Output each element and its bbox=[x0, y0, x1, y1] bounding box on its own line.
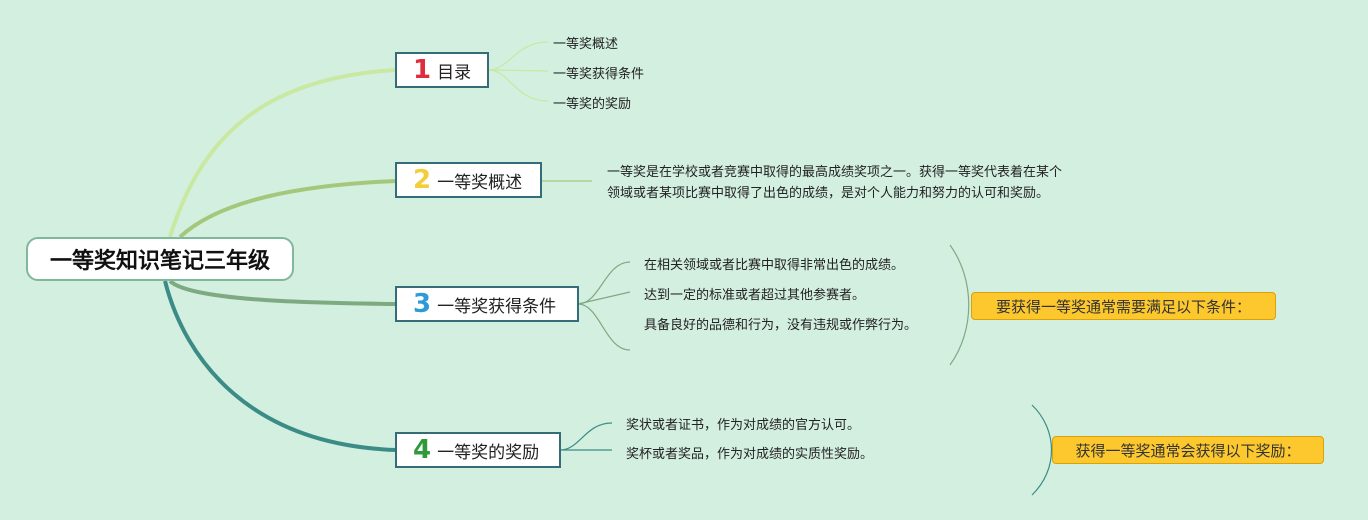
root-topic[interactable]: 一等奖知识笔记三年级 bbox=[26, 237, 294, 281]
connector-root-branch3 bbox=[168, 279, 397, 306]
number-badge-2: 2 bbox=[413, 165, 432, 195]
overview-line-1: 一等奖是在学校或者竞赛中取得的最高成绩奖项之一。获得一等奖代表着在某个 bbox=[607, 165, 1063, 180]
branch-toc-label: 目录 bbox=[437, 62, 472, 83]
leaf-condition-2[interactable]: 达到一定的标准或者超过其他参赛者。 bbox=[644, 288, 866, 303]
leaf-toc-3[interactable]: 一等奖的奖励 bbox=[553, 97, 632, 112]
connector-root-branch1 bbox=[168, 68, 397, 238]
branch-toc[interactable]: 1 目录 bbox=[395, 52, 489, 88]
leaf-condition-1[interactable]: 在相关领域或者比赛中取得非常出色的成绩。 bbox=[644, 258, 905, 273]
branch-overview[interactable]: 2 一等奖概述 bbox=[395, 162, 542, 198]
leaf-condition-3[interactable]: 具备良好的品德和行为，没有违规或作弊行为。 bbox=[644, 318, 918, 333]
branch-conditions[interactable]: 3 一等奖获得条件 bbox=[395, 286, 579, 322]
overview-paragraph[interactable]: 一等奖是在学校或者竞赛中取得的最高成绩奖项之一。获得一等奖代表着在某个 领域或者… bbox=[607, 162, 1107, 204]
leaf-reward-1[interactable]: 奖状或者证书，作为对成绩的官方认可。 bbox=[626, 418, 861, 433]
leaf-reward-2[interactable]: 奖杯或者奖品，作为对成绩的实质性奖励。 bbox=[626, 447, 874, 462]
connector-branch1-leaves bbox=[487, 41, 549, 102]
branch-conditions-label: 一等奖获得条件 bbox=[437, 296, 557, 317]
branch-rewards-label: 一等奖的奖励 bbox=[437, 442, 540, 463]
connector-branch4-leaves bbox=[559, 422, 613, 451]
connector-root-branch2 bbox=[178, 179, 397, 239]
brace-branch4 bbox=[1031, 404, 1052, 496]
connector-branch3-leaves bbox=[577, 261, 631, 351]
leaf-toc-1[interactable]: 一等奖概述 bbox=[553, 37, 619, 52]
number-badge-1: 1 bbox=[413, 55, 432, 85]
brace-branch3 bbox=[949, 244, 970, 366]
leaf-toc-2[interactable]: 一等奖获得条件 bbox=[553, 67, 645, 82]
connector-root-branch4 bbox=[163, 280, 397, 452]
summary-rewards[interactable]: 获得一等奖通常会获得以下奖励： bbox=[1052, 436, 1324, 464]
number-badge-4: 4 bbox=[413, 435, 432, 465]
summary-conditions[interactable]: 要获得一等奖通常需要满足以下条件： bbox=[971, 292, 1276, 320]
overview-line-2: 领域或者某项比赛中取得了出色的成绩，是对个人能力和努力的认可和奖励。 bbox=[607, 186, 1050, 201]
branch-rewards[interactable]: 4 一等奖的奖励 bbox=[395, 432, 561, 468]
branch-overview-label: 一等奖概述 bbox=[437, 172, 523, 193]
number-badge-3: 3 bbox=[413, 289, 432, 319]
